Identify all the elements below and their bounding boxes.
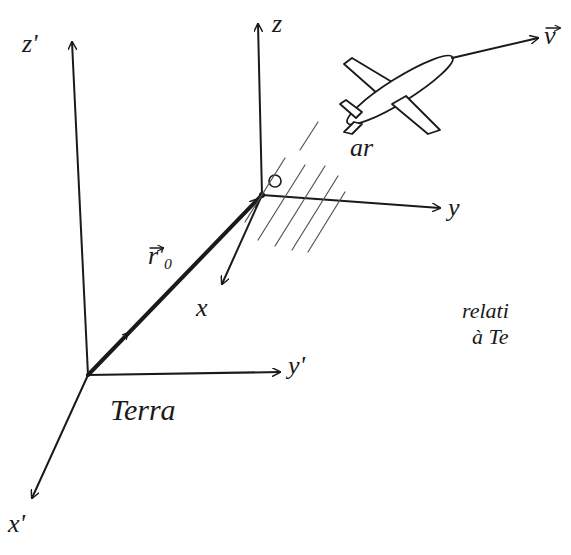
airplane-wing-front [392, 96, 440, 134]
axis-label: x' [8, 508, 25, 539]
axis-label: z' [22, 28, 38, 59]
earth-axes [32, 42, 280, 498]
vector-label: r'₀ [148, 240, 173, 271]
note-text: relati [462, 298, 509, 324]
medium-label: ar [350, 132, 373, 163]
air-axes [222, 24, 440, 284]
airplane-fuselage [341, 47, 459, 133]
v-arrow [452, 38, 538, 58]
velocity-vector [150, 28, 560, 248]
z-axis [258, 24, 262, 195]
airplane-tail [340, 100, 362, 118]
axis-label: x [196, 292, 208, 323]
note-text: à Te [472, 324, 508, 350]
z-prime-axis [72, 42, 88, 375]
r0-vector-line [88, 195, 262, 375]
vector-label: v [544, 20, 556, 51]
axis-label: y [448, 192, 460, 223]
y-axis [262, 195, 440, 208]
airplane-tailplane [344, 122, 362, 134]
frame-label: Terra [110, 392, 176, 428]
axis-label: y' [288, 350, 305, 381]
airplane-drawing [340, 47, 459, 134]
y-prime-axis [88, 372, 280, 375]
air-hatching [245, 122, 345, 252]
position-vector [88, 195, 262, 375]
x-prime-axis [32, 375, 88, 498]
x-axis [222, 195, 262, 284]
axis-label: z [272, 8, 282, 39]
r0-small-arrow [105, 333, 128, 357]
